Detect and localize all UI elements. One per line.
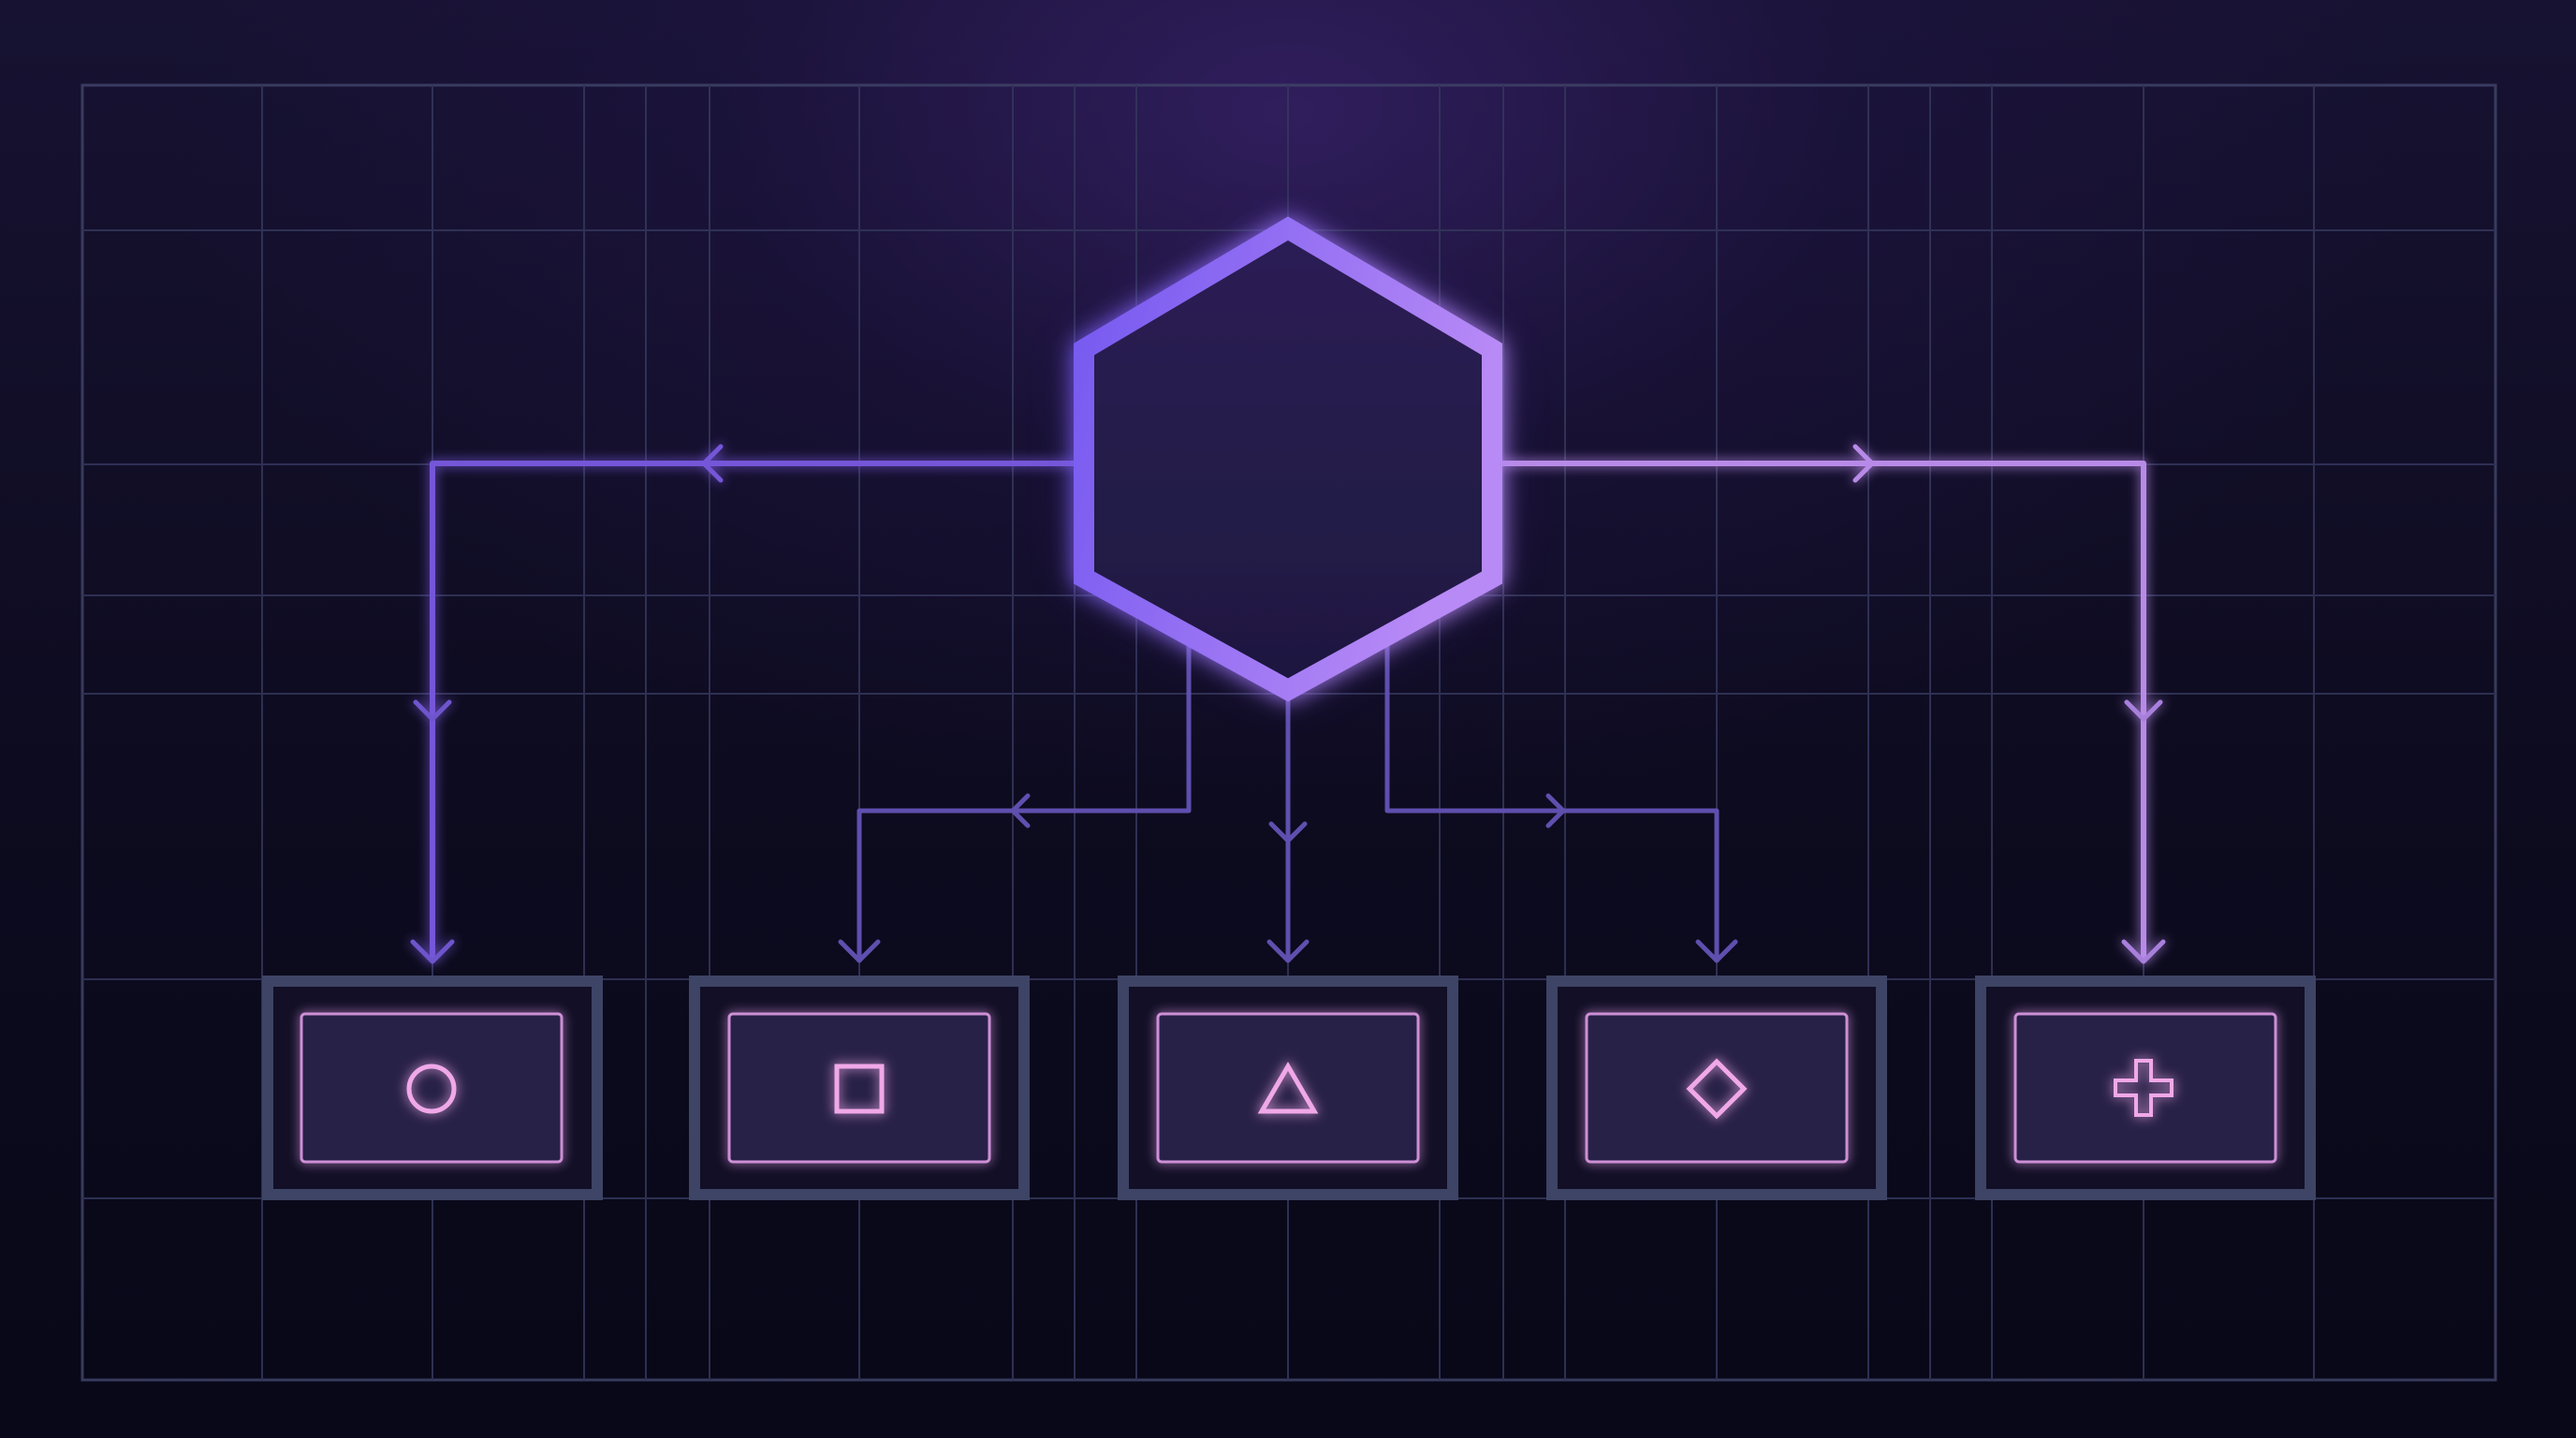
child-node-plus[interactable] bbox=[1975, 976, 2316, 1200]
triangle-icon bbox=[1257, 1062, 1319, 1114]
hexagon-shape bbox=[1074, 216, 1502, 702]
connector-root-to-plus bbox=[1497, 444, 2166, 964]
child-node-triangle[interactable] bbox=[1118, 976, 1458, 1200]
child-nodes bbox=[262, 976, 2316, 1200]
child-node-square[interactable] bbox=[689, 976, 1030, 1200]
square-icon bbox=[834, 1064, 885, 1114]
connector-root-to-triangle bbox=[1266, 690, 1310, 963]
child-node-diamond[interactable] bbox=[1546, 976, 1887, 1200]
child-node-circle[interactable] bbox=[262, 976, 603, 1200]
root-hexagon-node[interactable] bbox=[1074, 216, 1502, 702]
diamond-icon bbox=[1686, 1058, 1748, 1120]
connector-root-to-diamond bbox=[1384, 643, 1738, 963]
circle-icon bbox=[406, 1064, 457, 1114]
connector-root-to-circle bbox=[410, 444, 1079, 964]
connector-root-to-square bbox=[838, 643, 1192, 963]
plus-icon bbox=[2114, 1059, 2174, 1117]
connectors bbox=[410, 444, 2166, 964]
